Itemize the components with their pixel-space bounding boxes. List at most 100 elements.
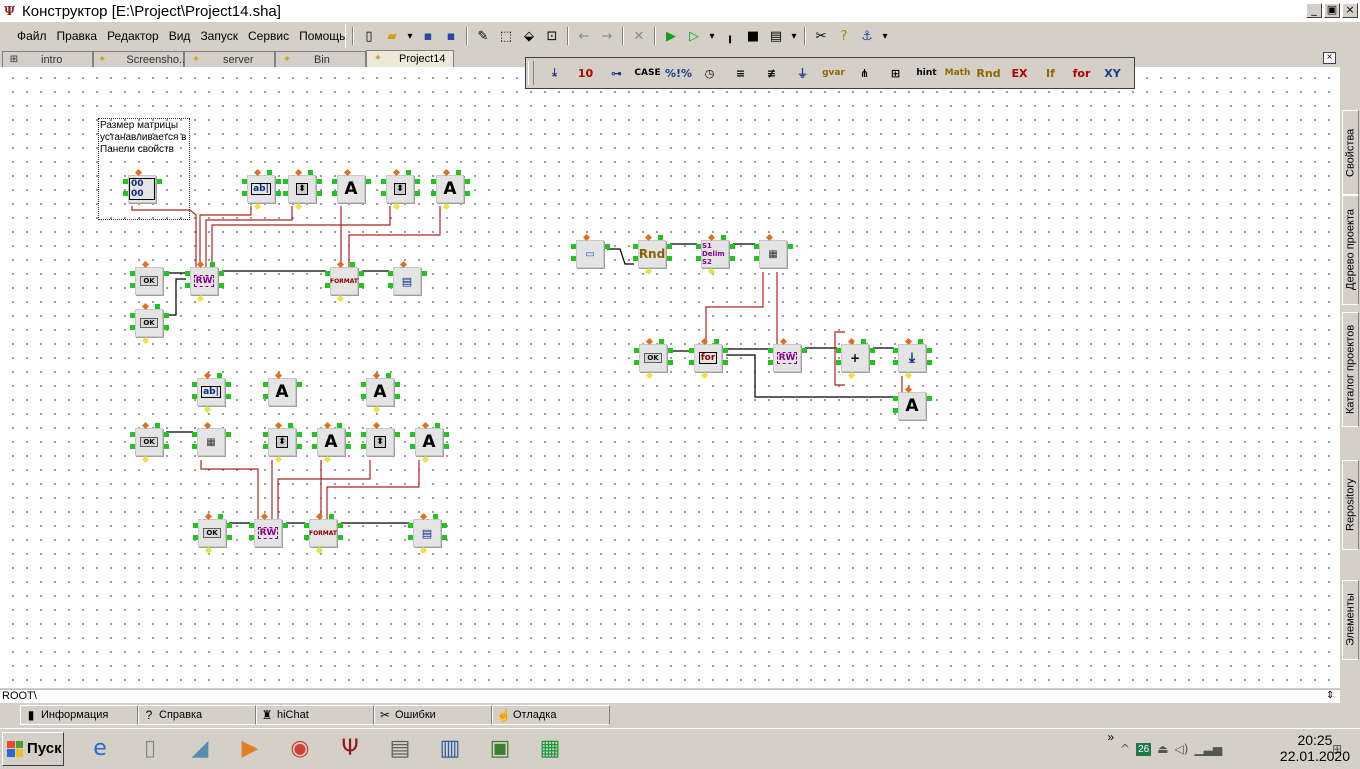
gvar-icon[interactable]: gvar <box>822 68 845 78</box>
connection-point[interactable] <box>338 523 343 528</box>
connection-point[interactable] <box>802 348 807 353</box>
edit-icon[interactable]: ✎ <box>477 28 489 44</box>
connection-point[interactable] <box>226 432 231 437</box>
connection-point[interactable] <box>754 244 759 249</box>
network-icon[interactable]: ▥ <box>439 736 461 761</box>
component-fmt[interactable]: FORMAT <box>330 267 358 295</box>
connection-point[interactable] <box>283 179 288 184</box>
side-tab-elements[interactable]: Элементы <box>1342 580 1359 660</box>
connection-point[interactable] <box>361 382 366 387</box>
connection-point[interactable] <box>130 283 135 288</box>
connection-point[interactable] <box>836 360 841 365</box>
connection-point[interactable] <box>381 179 386 184</box>
tray-up-icon[interactable]: ^ <box>1120 742 1131 756</box>
component-big[interactable]: A <box>415 428 443 456</box>
connection-point[interactable] <box>893 408 898 413</box>
exception-icon[interactable]: EX <box>1011 66 1028 80</box>
dropdown-icon[interactable]: ▾ <box>791 30 797 42</box>
component-fmt[interactable]: FORMAT <box>309 519 337 547</box>
connection-point[interactable] <box>696 256 701 261</box>
dropdown-icon[interactable]: ▾ <box>882 30 888 42</box>
delete-icon[interactable]: ✕ <box>633 28 645 44</box>
connection-point[interactable] <box>361 444 366 449</box>
arrow-left-icon[interactable]: ← <box>578 28 590 44</box>
connection-point[interactable] <box>415 191 420 196</box>
component-rw[interactable]: RW <box>254 519 282 547</box>
connection-point[interactable] <box>308 170 313 175</box>
component-rw[interactable]: RW <box>773 344 801 372</box>
connection-point[interactable] <box>836 348 841 353</box>
connection-point[interactable] <box>350 262 355 267</box>
connection-point[interactable] <box>768 348 773 353</box>
start-button[interactable]: Пуск <box>2 731 64 766</box>
connection-point[interactable] <box>667 244 672 249</box>
connection-point[interactable] <box>395 432 400 437</box>
connection-point[interactable] <box>164 444 169 449</box>
connection-point[interactable] <box>633 256 638 261</box>
component-blue[interactable]: ⤓ <box>898 344 926 372</box>
open-folder-icon[interactable]: ▰ <box>387 28 397 44</box>
comment-note[interactable]: Размер матрицы устанавливается в Панели … <box>98 118 190 220</box>
connection-point[interactable] <box>297 444 302 449</box>
connection-point[interactable] <box>893 348 898 353</box>
connection-point[interactable] <box>317 179 322 184</box>
connection-point[interactable] <box>337 423 342 428</box>
connection-point[interactable] <box>408 523 413 528</box>
connection-point[interactable] <box>338 535 343 540</box>
connection-point[interactable] <box>267 170 272 175</box>
connection-point[interactable] <box>634 348 639 353</box>
connection-point[interactable] <box>283 191 288 196</box>
chrome-icon[interactable]: ◉ <box>290 736 310 761</box>
connection-point[interactable] <box>123 179 128 184</box>
arrow-right-icon[interactable]: → <box>601 28 613 44</box>
connection-point[interactable] <box>329 514 334 519</box>
stop-icon[interactable]: ■ <box>746 28 760 44</box>
connection-point[interactable] <box>276 191 281 196</box>
connection-point[interactable] <box>219 271 224 276</box>
connection-point[interactable] <box>123 191 128 196</box>
connection-point[interactable] <box>927 348 932 353</box>
component-edit[interactable]: ab| <box>247 175 275 203</box>
connection-point[interactable] <box>359 271 364 276</box>
connection-point[interactable] <box>185 283 190 288</box>
pause-icon[interactable]: ╻ <box>726 28 734 44</box>
connection-point[interactable] <box>395 382 400 387</box>
connection-point[interactable] <box>361 394 366 399</box>
connection-point[interactable] <box>249 523 254 528</box>
connection-point[interactable] <box>155 423 160 428</box>
connection-point[interactable] <box>366 179 371 184</box>
notepad-icon[interactable]: ◢ <box>191 736 209 761</box>
download-icon[interactable]: ⤓ <box>552 66 557 79</box>
document-icon[interactable]: ▯ <box>143 736 157 761</box>
component-big[interactable]: A <box>436 175 464 203</box>
connection-point[interactable] <box>297 432 302 437</box>
connection-point[interactable] <box>870 348 875 353</box>
connection-point[interactable] <box>918 339 923 344</box>
tray-badge[interactable]: 26 <box>1136 742 1152 756</box>
device-manager-icon[interactable]: ▣ <box>489 736 511 761</box>
connection-point[interactable] <box>297 382 302 387</box>
connection-point[interactable] <box>226 382 231 387</box>
tab-screensho[interactable]: ✦Screensho... <box>93 51 188 67</box>
connection-point[interactable] <box>696 244 701 249</box>
connection-point[interactable] <box>283 523 288 528</box>
component-spin[interactable]: ⬍ <box>268 428 296 456</box>
xy-icon[interactable]: XY <box>1104 66 1121 80</box>
dropdown-icon[interactable]: ▾ <box>709 30 715 42</box>
connection-point[interactable] <box>164 325 169 330</box>
connection-point[interactable] <box>689 360 694 365</box>
component-plus[interactable]: + <box>841 344 869 372</box>
connection-point[interactable] <box>332 179 337 184</box>
connection-point[interactable] <box>714 339 719 344</box>
connection-point[interactable] <box>408 535 413 540</box>
minimize-button[interactable]: _ <box>1306 3 1322 18</box>
connection-point[interactable] <box>332 191 337 196</box>
connection-point[interactable] <box>185 271 190 276</box>
connection-point[interactable] <box>668 348 673 353</box>
menu-help[interactable]: Помощь <box>299 29 346 43</box>
connection-point[interactable] <box>893 396 898 401</box>
media-player-icon[interactable]: ▶ <box>241 736 259 761</box>
connection-point[interactable] <box>192 444 197 449</box>
ie-icon[interactable]: e <box>93 736 107 761</box>
connection-point[interactable] <box>422 271 427 276</box>
